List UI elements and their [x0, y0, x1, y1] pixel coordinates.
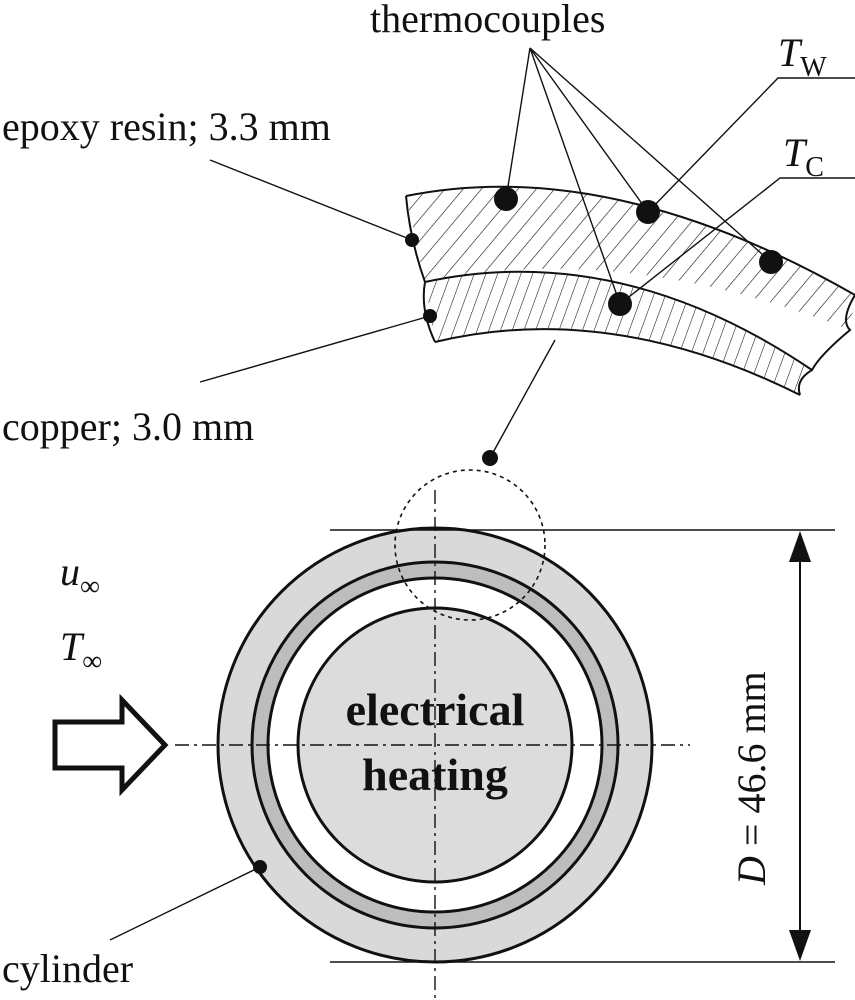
tw-leader [647, 77, 855, 213]
tc-label: TC [783, 130, 824, 183]
copper-marker-dot [423, 309, 437, 323]
copper-leader [199, 315, 431, 383]
tc-leader [619, 177, 855, 305]
epoxy-label: epoxy resin; 3.3 mm [2, 104, 331, 149]
dimension-arrow-up-icon [789, 531, 811, 562]
detail-circle [394, 469, 546, 621]
cylinder-label: cylinder [2, 946, 133, 991]
dimension-arrow-down-icon [789, 930, 811, 961]
heating-label-line2: heating [362, 749, 508, 800]
diameter-label: D = 46.6 mm [729, 671, 774, 886]
cylinder-leader [109, 866, 261, 941]
epoxy-layer [406, 186, 855, 330]
copper-label: copper; 3.0 mm [2, 404, 254, 449]
epoxy-leader [209, 159, 413, 241]
flow-arrow-icon [52, 693, 169, 797]
detail-connector [489, 339, 556, 459]
u-infinity-label: u∞ [60, 549, 100, 602]
heating-label-line1: electrical [346, 684, 525, 735]
thermocouples-label: thermocouples [370, 0, 606, 41]
thermocouple-leaders [505, 47, 772, 305]
detail-connector-dot [482, 450, 498, 466]
cylinder-marker-dot [253, 860, 267, 874]
wall-section-detail [405, 185, 855, 396]
epoxy-marker-dot [405, 233, 419, 247]
copper-layer [425, 271, 810, 395]
tw-label: TW [778, 30, 827, 83]
t-infinity-label: T∞ [60, 624, 102, 677]
